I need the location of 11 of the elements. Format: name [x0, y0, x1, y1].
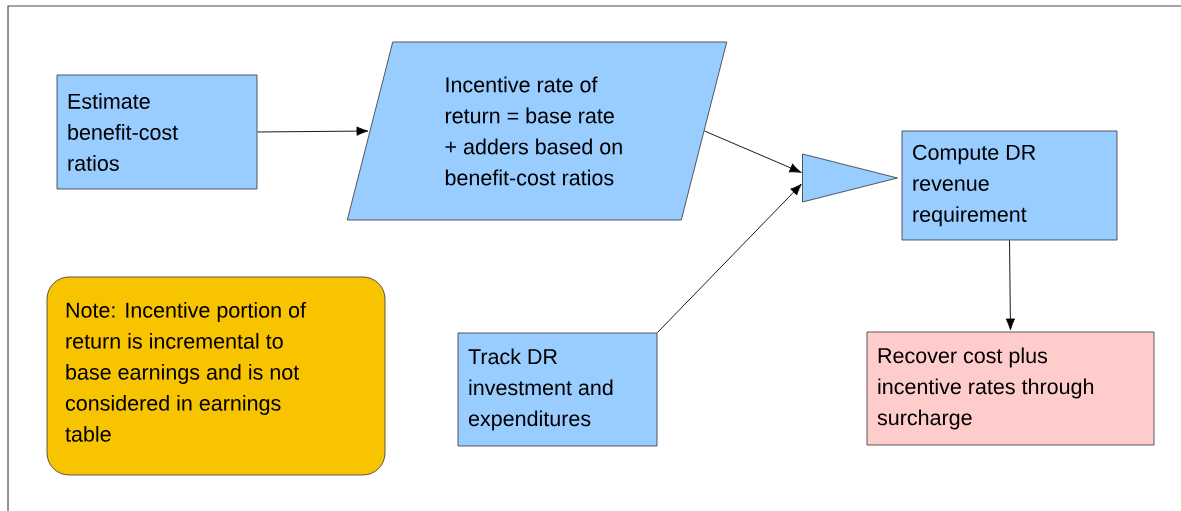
arrow [656, 183, 802, 334]
arrow [256, 126, 369, 136]
arrow [1005, 239, 1016, 331]
process-box: Compute DR revenue requirement [901, 130, 1118, 241]
process-box: Recover cost plus incentive rates through surcharge [866, 331, 1155, 446]
process-box: Track DR investment and expenditures [457, 332, 658, 447]
note-box: Note: Incentive portion of return is incremental to base earnings and is not considered in earnings table [46, 276, 386, 476]
triangle-shape [802, 153, 898, 203]
process-box: Estimate benefit-cost ratios [56, 74, 258, 190]
arrow [704, 130, 802, 173]
parallelogram-box: Incentive rate of return = base rate + adders based on benefit-cost ratios [346, 41, 728, 221]
